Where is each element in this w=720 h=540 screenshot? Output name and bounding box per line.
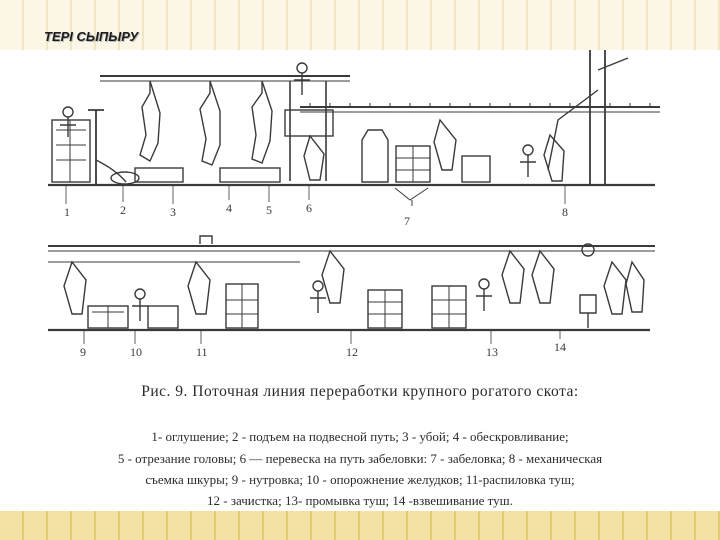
hide-puller-column	[589, 50, 606, 185]
lower-line: 9 10 11 12 13 14	[48, 235, 655, 359]
hanging-carcass-5	[251, 80, 273, 164]
worker-body-12	[310, 291, 326, 313]
hanging-carcass-14c	[625, 260, 645, 313]
label-1: 1	[64, 205, 70, 219]
upper-leader-lines	[65, 186, 566, 204]
label-12: 12	[346, 345, 358, 359]
label-9: 9	[80, 345, 86, 359]
label-11: 11	[196, 345, 208, 359]
worker-body-13	[476, 289, 492, 311]
transfer-lift-posts	[289, 81, 327, 181]
legend-line-2: 5 - отрезание головы; 6 — перевеска на п…	[117, 451, 603, 466]
hanging-carcass-3	[139, 80, 161, 163]
scale-wheel	[581, 243, 595, 257]
legend-line-4: 12 - зачистка; 13- промывка туш; 14 -взв…	[207, 493, 513, 508]
hanging-carcass-13	[501, 249, 525, 304]
carcass-on-floor	[110, 171, 140, 185]
hoist-post	[88, 109, 104, 185]
figure-caption: Рис. 9. Поточная линия переработки крупн…	[141, 383, 579, 400]
upper-line: 1 2 3 4 5 6 7 8	[48, 50, 660, 228]
label-8: 8	[562, 205, 568, 219]
label-6: 6	[306, 201, 312, 215]
hanging-carcass-11	[187, 260, 211, 315]
label-3: 3	[170, 205, 176, 219]
hanging-carcass-9	[63, 260, 87, 315]
worker-head-6	[296, 62, 308, 74]
worker-body-1	[60, 117, 76, 137]
processing-line-figure: 1 2 3 4 5 6 7 8	[0, 50, 720, 511]
label-4: 4	[226, 201, 232, 215]
hanging-carcass-14b	[603, 260, 627, 315]
label-2: 2	[120, 203, 126, 217]
label-13: 13	[486, 345, 498, 359]
lower-number-labels: 9 10 11 12 13 14	[80, 340, 566, 359]
worker-head-8	[522, 144, 534, 156]
hide-puller-arm	[547, 57, 629, 171]
worker-head-1	[62, 106, 74, 118]
label-5: 5	[266, 203, 272, 217]
worker-body-10	[132, 299, 148, 321]
hanging-carcass-4	[199, 80, 221, 166]
hanging-carcass-6	[303, 134, 325, 181]
splitting-saw-grid	[226, 284, 258, 328]
label-7: 7	[404, 214, 410, 228]
label-14: 14	[554, 340, 566, 354]
hanging-carcass-8	[543, 133, 565, 182]
stomach-emptying-unit	[147, 305, 179, 329]
worker-head-10	[134, 288, 146, 300]
trimming-platform-grid	[368, 290, 402, 328]
upper-number-labels: 1 2 3 4 5 6 7 8	[64, 201, 568, 228]
legend-line-1: 1- оглушение; 2 - подъем на подвесной пу…	[151, 429, 569, 444]
collection-trough	[219, 167, 281, 183]
saw-hanger	[199, 235, 213, 244]
bleeding-trough	[134, 167, 184, 183]
slide-title: ТЕРІ СЫПЫРУ	[44, 29, 139, 44]
processing-line-diagram: 1 2 3 4 5 6 7 8	[48, 50, 660, 359]
skinning-stand-left	[361, 129, 389, 183]
hanging-carcass-14a	[531, 249, 555, 304]
footer-stripe-band	[0, 511, 720, 540]
lifting-chain	[95, 159, 127, 183]
label-10: 10	[130, 345, 142, 359]
hanging-carcass-7	[433, 118, 457, 171]
skinning-callout	[394, 187, 429, 206]
evisceration-table-grid	[92, 306, 124, 328]
weighing-scale	[579, 294, 597, 328]
stunning-box-frame	[56, 120, 86, 182]
worker-head-13	[478, 278, 490, 290]
skinning-stand-grid	[396, 146, 430, 182]
worker-head-12	[312, 280, 324, 292]
stunning-box	[51, 119, 91, 183]
header-stripe-band	[0, 0, 720, 50]
skinning-machine	[461, 155, 491, 183]
hanging-carcass-12	[321, 249, 345, 304]
washing-cabinet-grid	[432, 286, 466, 328]
transfer-platform	[284, 109, 334, 137]
worker-body-6	[294, 73, 310, 95]
worker-body-8	[520, 155, 536, 177]
lower-leader-lines	[83, 331, 561, 344]
legend-line-3: съемка шкуры; 9 - нутровка; 10 - опорожн…	[145, 472, 575, 487]
